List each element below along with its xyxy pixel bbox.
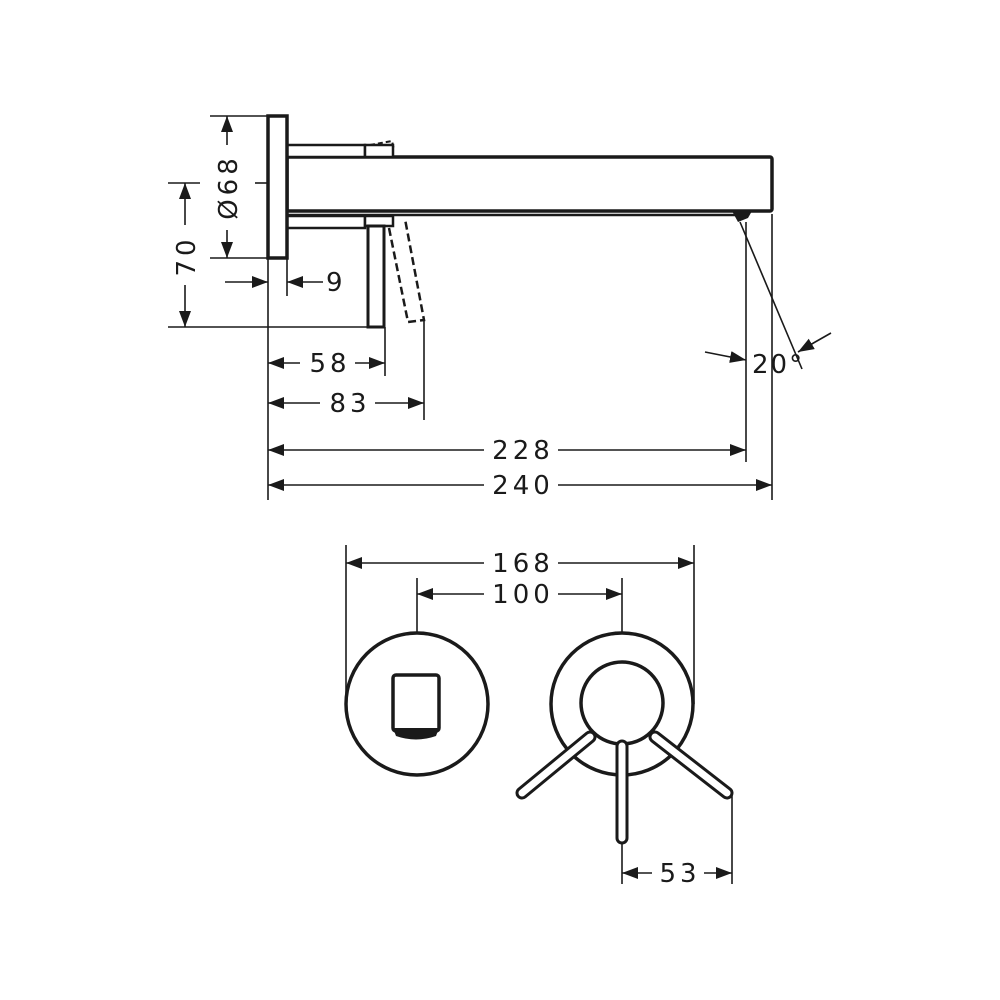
dim-228-label: 228 xyxy=(492,436,554,466)
dim-58-label: 58 xyxy=(309,349,350,379)
dim-83-label: 83 xyxy=(329,389,370,419)
dim-100-label: 100 xyxy=(492,580,554,610)
spout-outlet xyxy=(391,673,441,733)
front-view: 168 100 53 xyxy=(344,545,734,889)
spout-body xyxy=(285,155,774,213)
dim-240-label: 240 xyxy=(492,471,554,501)
extension-lines xyxy=(168,115,803,500)
lever-closed xyxy=(366,224,386,329)
wall-rosette xyxy=(266,114,289,260)
side-view: Ø68 70 9 58 83 228 240 20° xyxy=(168,114,832,501)
dim-angle-label: 20° xyxy=(752,350,804,380)
dim-168-label: 168 xyxy=(492,549,554,579)
dim-line-angle-left xyxy=(704,351,747,363)
lever-left xyxy=(515,730,597,800)
dim-53-label: 53 xyxy=(659,859,700,889)
dim-diameter-label: Ø68 xyxy=(214,154,244,220)
lever-right xyxy=(648,730,734,800)
dim-line-angle-right xyxy=(797,332,832,353)
valve-cap-dashed xyxy=(369,139,395,151)
aerator-front xyxy=(393,728,439,740)
lower-pipe xyxy=(285,214,367,230)
aerator xyxy=(732,211,752,222)
upper-pipe xyxy=(285,143,367,159)
valve-cap-top xyxy=(363,143,395,159)
lever-open-dashed xyxy=(387,218,426,324)
dim-height-label: 70 xyxy=(172,235,202,276)
dim-depth-label: 9 xyxy=(326,268,347,298)
